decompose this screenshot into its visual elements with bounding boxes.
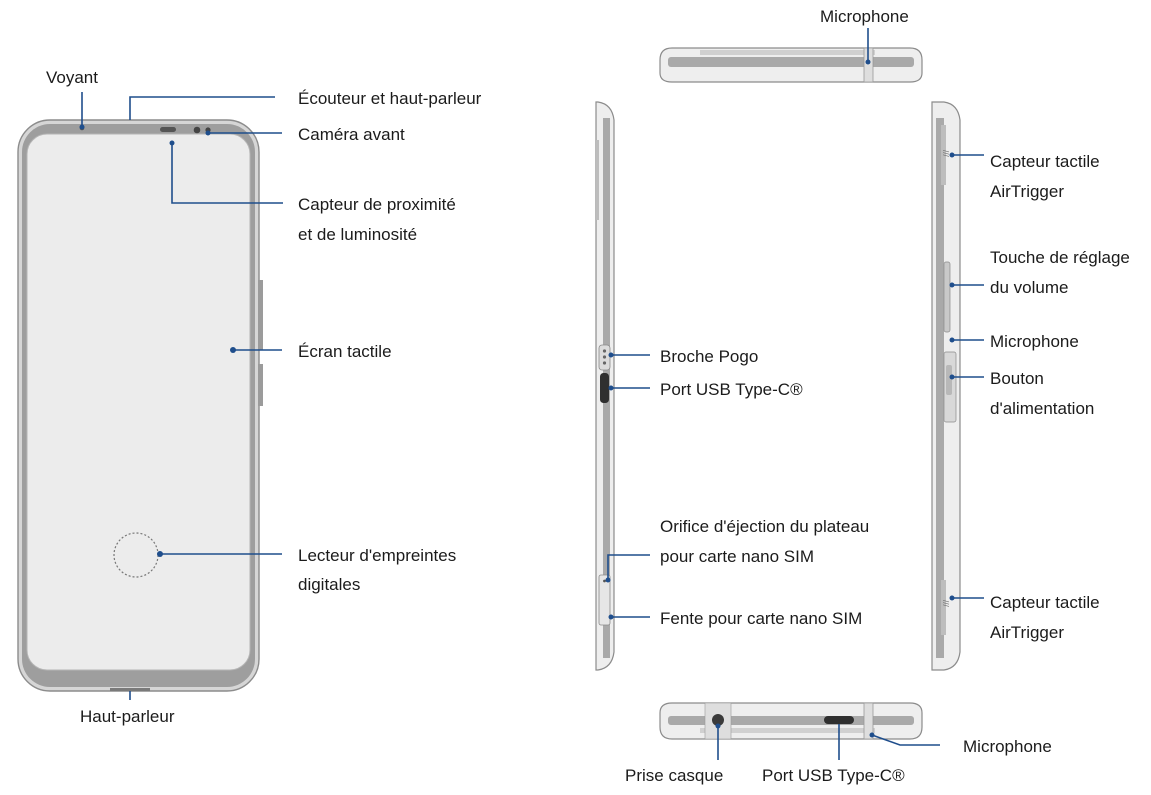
front-touchscreen — [26, 133, 251, 671]
side-usb-port — [600, 373, 609, 403]
sim-tray — [598, 574, 611, 626]
label-airtrigger-top-1: Capteur tactile — [990, 152, 1100, 171]
label-bouton-alim-2: d'alimentation — [990, 399, 1094, 418]
label-capteur-proximite-1: Capteur de proximité — [298, 195, 456, 214]
label-haut-parleur: Haut-parleur — [80, 707, 175, 726]
bottom-edge-highlight — [700, 728, 875, 733]
front-camera-lens — [193, 126, 201, 134]
label-microphone-top: Microphone — [820, 7, 909, 26]
label-volume-2: du volume — [990, 278, 1068, 297]
bottom-usb-port — [824, 716, 854, 724]
headphone-jack — [712, 714, 724, 726]
label-voyant: Voyant — [46, 68, 98, 87]
airtrigger-top-zone — [941, 125, 946, 185]
top-edge-band — [668, 57, 914, 67]
label-fente-sim: Fente pour carte nano SIM — [660, 609, 862, 628]
label-lecteur-empreintes-2: digitales — [298, 575, 360, 594]
label-port-usb-bottom: Port USB Type-C® — [762, 766, 905, 785]
leader-dot-usb-side — [608, 385, 614, 391]
sim-eject-hole — [603, 579, 606, 583]
label-lecteur-empreintes-1: Lecteur d'empreintes — [298, 546, 456, 565]
leader-orifice — [607, 554, 650, 580]
top-edge-highlight — [700, 50, 875, 55]
leader-dot-volume — [949, 282, 955, 288]
left-side-view — [595, 101, 615, 671]
leader-dot-proximite — [169, 140, 175, 146]
label-microphone-bottom: Microphone — [963, 737, 1052, 756]
pogo-pin-3 — [602, 361, 607, 365]
label-prise-casque: Prise casque — [625, 766, 723, 785]
label-airtrigger-bottom-2: AirTrigger — [990, 623, 1064, 642]
bottom-edge-view — [659, 702, 923, 740]
leader-dot-empreintes — [157, 551, 163, 557]
leader-microphone-bottom — [871, 734, 940, 746]
leader-dot-voyant — [79, 124, 85, 130]
leader-proximite — [171, 143, 283, 204]
label-bouton-alim-1: Bouton — [990, 369, 1044, 388]
power-key — [946, 365, 952, 395]
bottom-microphone-slot — [863, 702, 874, 740]
bottom-speaker-grill — [110, 688, 150, 691]
label-ecran-tactile: Écran tactile — [298, 342, 392, 361]
airtrigger-bottom-zone — [941, 580, 946, 635]
pogo-pin-1 — [602, 349, 607, 353]
leader-dot-ecran — [230, 347, 236, 353]
label-broche-pogo: Broche Pogo — [660, 347, 758, 366]
front-volume-key — [258, 280, 263, 350]
label-camera-avant: Caméra avant — [298, 125, 405, 144]
label-airtrigger-bottom-1: Capteur tactile — [990, 593, 1100, 612]
label-orifice-1: Orifice d'éjection du plateau — [660, 517, 869, 536]
volume-key — [943, 261, 951, 333]
label-volume-1: Touche de réglage — [990, 248, 1130, 267]
proximity-sensor — [160, 127, 176, 132]
label-port-usb-side: Port USB Type-C® — [660, 380, 803, 399]
leader-dot-airtrigger-top — [949, 152, 955, 158]
leader-dot-airtrigger-bottom — [949, 595, 955, 601]
airtrigger-bottom-marking: /// — [941, 600, 950, 607]
leader-dot-pogo — [608, 352, 614, 358]
leader-dot-microphone-top — [865, 59, 871, 65]
left-side-highlight — [596, 140, 599, 220]
leader-dot-orifice — [605, 577, 611, 583]
leader-dot-bouton-alim — [949, 374, 955, 380]
leader-dot-camera — [205, 130, 211, 136]
label-ecouteur: Écouteur et haut-parleur — [298, 89, 482, 108]
label-microphone-right: Microphone — [990, 332, 1079, 351]
airtrigger-top-marking: /// — [941, 150, 950, 157]
leader-dot-microphone-right — [949, 337, 955, 343]
leader-dot-fente-sim — [608, 614, 614, 620]
pogo-pin-2 — [602, 355, 607, 359]
right-side-view: /// /// — [931, 101, 961, 671]
right-side-band — [936, 118, 944, 658]
label-orifice-2: pour carte nano SIM — [660, 547, 814, 566]
leader-dot-microphone-bottom — [869, 732, 875, 738]
leader-ecouteur — [129, 96, 275, 120]
label-capteur-proximite-2: et de luminosité — [298, 225, 417, 244]
front-view — [17, 119, 263, 692]
label-airtrigger-top-2: AirTrigger — [990, 182, 1064, 201]
leader-dot-prise-casque — [715, 723, 721, 729]
front-power-key — [258, 364, 263, 406]
top-edge-view — [659, 47, 923, 83]
